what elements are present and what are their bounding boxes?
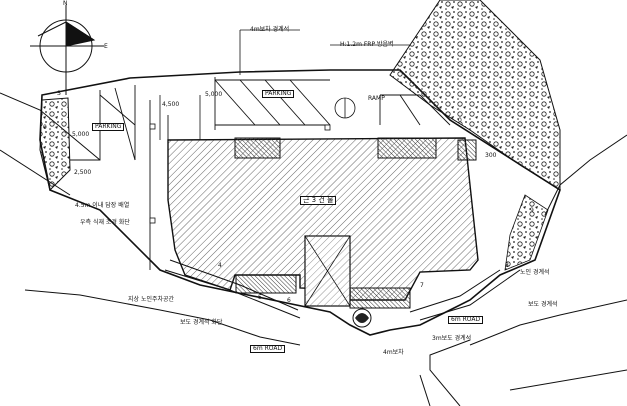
ramp-label: RAMP: [368, 95, 385, 102]
road-label-right: 6m ROAD: [448, 316, 484, 324]
note-right-1: 노인 경계석: [520, 269, 550, 276]
marker-0a: 0: [43, 124, 47, 131]
note-left-1: 4.5m 이내 담장 배열: [75, 202, 130, 209]
landscape-band-top-right: [389, 0, 561, 191]
note-bottom-center: 4m보차: [383, 349, 404, 356]
marker-6: 6: [287, 297, 291, 304]
landscape-band-left: [39, 97, 71, 191]
north-arrow: [30, 5, 104, 95]
compass-east-label: E: [104, 43, 108, 50]
balcony-blocks: [234, 137, 477, 309]
building-label: 근 3 건 물: [300, 196, 337, 205]
note-right-2: 보도 경계석: [528, 301, 558, 308]
entrance-tree: [352, 308, 372, 328]
compass-north-label: N: [63, 0, 68, 7]
note-top-right: H:1.2m FRP 방음벽: [340, 41, 394, 48]
marker-9: 9: [530, 207, 534, 214]
entrance-wedge: [164, 259, 521, 321]
note-left-3: 지상 노인주차공간: [128, 296, 175, 303]
note-bottom-left: 보도 경계석 화단: [180, 319, 223, 326]
road-label-bottom: 6m ROAD: [250, 345, 286, 353]
marker-5: 5: [258, 294, 262, 301]
road-lines: [0, 92, 627, 406]
note-left-2: 우측 식재 조경 화단: [80, 219, 130, 226]
dimension-5000-left: 5,000: [72, 131, 90, 138]
dimension-2500: 2,500: [74, 169, 92, 176]
marker-4: 4: [218, 262, 222, 269]
dimension-5000-top: 5,000: [205, 91, 223, 98]
marker-8: 8: [505, 262, 509, 269]
marker-7: 7: [420, 282, 424, 289]
note-right-3: 3m보도 경계석: [432, 335, 472, 342]
marker-0b: 0: [458, 117, 462, 124]
compass-south-label: S: [57, 90, 61, 97]
parking-label-top: PARKING: [262, 90, 295, 98]
landscape-band-right: [504, 194, 549, 271]
dimension-4500: 4,500: [162, 101, 180, 108]
dimension-300: 300: [485, 152, 497, 159]
note-top-center: 4m보차 경계석: [250, 26, 290, 33]
site-boundary: [39, 69, 561, 336]
parking-label-left: PARKING: [92, 123, 125, 131]
